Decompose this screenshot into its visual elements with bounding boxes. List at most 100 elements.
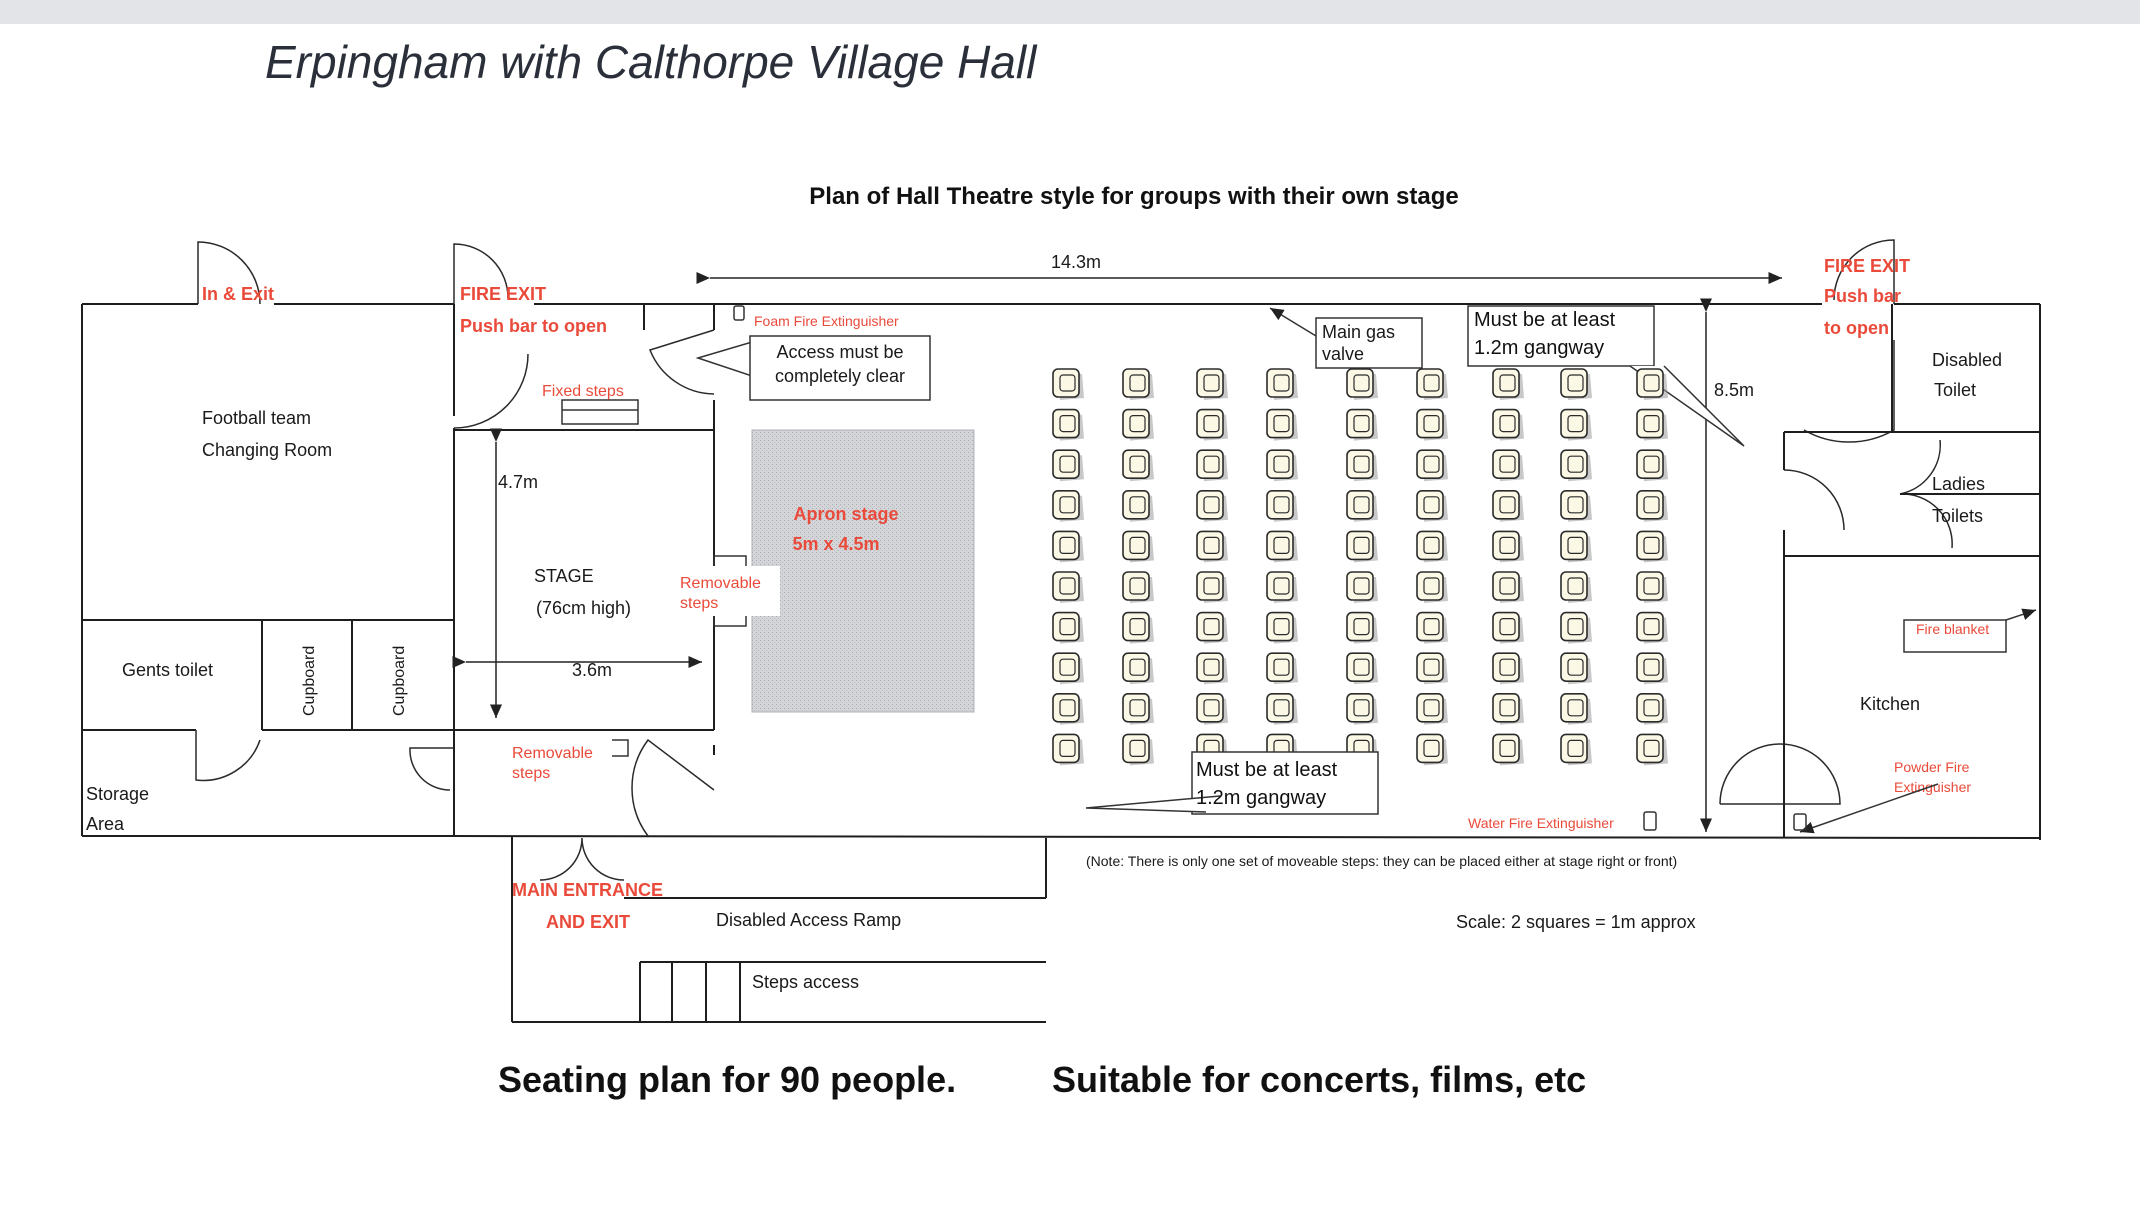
seat-chair-icon: [1122, 692, 1154, 725]
seat-chair-icon: [1266, 571, 1298, 603]
foam-extinguisher-label: Foam Fire Extinguisher: [754, 313, 899, 329]
seat-chair-icon: [1636, 692, 1668, 725]
seat-chair-icon: [1560, 692, 1592, 725]
seat-chair-icon: [1636, 733, 1668, 766]
seat-chair-icon: [1196, 611, 1228, 644]
seat-chair-icon: [1122, 449, 1154, 482]
seat-chair-icon: [1266, 611, 1298, 644]
right-wing-walls: [1783, 304, 2040, 838]
seat-chair-icon: [1492, 652, 1524, 685]
seat-chair-icon: [1492, 489, 1524, 522]
seat-chair-icon: [1560, 408, 1592, 441]
disabled-toilet-label-2: Toilet: [1934, 380, 1976, 400]
gangway-bottom-callout: [1085, 751, 1379, 815]
seat-chair-icon: [1052, 530, 1084, 563]
gangway-top-text: Must be at least: [1474, 309, 1616, 331]
seat-chair-icon: [1492, 368, 1524, 400]
seat-chair-icon: [1052, 408, 1084, 441]
seat-chair-icon: [1560, 449, 1592, 482]
gangway-bottom-text: Must be at least: [1196, 759, 1338, 781]
gas-valve-callout: [1269, 307, 1423, 369]
seat-chair-icon: [1122, 571, 1154, 603]
seat-chair-icon: [1196, 408, 1228, 441]
seat-chair-icon: [1416, 611, 1448, 644]
footer-seating: Seating plan for 90 people.: [498, 1059, 956, 1100]
apron-stage: [751, 429, 975, 713]
seat-chair-icon: [1266, 449, 1298, 482]
seat-chair-icon: [1492, 530, 1524, 563]
scale-label: Scale: 2 squares = 1m approx: [1456, 912, 1696, 932]
seat-chair-icon: [1122, 611, 1154, 644]
seat-chair-icon: [1560, 489, 1592, 522]
seat-chair-icon: [1266, 368, 1298, 400]
apron-stage-label: Apron stage: [793, 504, 898, 524]
access-clear-text: Access must be: [776, 342, 903, 362]
seat-chair-icon: [1416, 571, 1448, 603]
seat-chair-icon: [1636, 408, 1668, 441]
fixed-steps: [561, 399, 639, 425]
seat-chair-icon: [1052, 652, 1084, 685]
storage-label-2: Area: [86, 814, 125, 834]
seat-chair-icon: [1122, 733, 1154, 766]
disabled-toilet-label: Disabled: [1932, 350, 2002, 370]
access-clear-callout: [695, 335, 931, 401]
seat-chair-icon: [1346, 408, 1378, 441]
seat-chair-icon: [1346, 530, 1378, 563]
apron-stage-size: 5m x 4.5m: [792, 534, 879, 554]
in-exit-label: In & Exit: [202, 284, 274, 304]
stage-depth-label: 4.7m: [498, 472, 538, 492]
seat-chair-icon: [1636, 571, 1668, 603]
main-entrance-exit-label: AND EXIT: [546, 912, 630, 932]
removable-steps-backdrop: [676, 566, 780, 616]
seat-chair-icon: [1636, 449, 1668, 482]
removable-steps-stage-label-2: steps: [680, 595, 718, 612]
gas-valve-label-2: valve: [1322, 344, 1364, 364]
seat-chair-icon: [1122, 368, 1154, 400]
seat-chair-icon: [1196, 368, 1228, 400]
seat-chair-icon: [1636, 652, 1668, 685]
seat-chair-icon: [1052, 489, 1084, 522]
entrance-structure: [511, 836, 1047, 1023]
moveable-steps-note: (Note: There is only one set of moveable…: [1086, 853, 1677, 869]
hall-width-label: 8.5m: [1714, 380, 1754, 400]
seat-chair-icon: [1560, 733, 1592, 766]
seat-chair-icon: [1052, 571, 1084, 603]
steps-access-label: Steps access: [752, 972, 859, 992]
gangway-bottom-text-2: 1.2m gangway: [1196, 787, 1326, 809]
seat-chair-icon: [1196, 652, 1228, 685]
doors: [195, 239, 1953, 881]
seat-chair-icon: [1560, 368, 1592, 400]
seat-chair-icon: [1416, 733, 1448, 766]
seat-chair-icon: [1266, 408, 1298, 441]
gas-valve-label: Main gas: [1322, 322, 1395, 342]
seat-chair-icon: [1492, 408, 1524, 441]
seat-chair-icon: [1560, 652, 1592, 685]
seat-chair-icon: [1560, 571, 1592, 603]
left-wing-walls: [82, 304, 715, 836]
seat-chair-icon: [1416, 449, 1448, 482]
ladies-toilet-label: Ladies: [1932, 474, 1985, 494]
foam-extinguisher-icon: [733, 305, 745, 321]
seat-chair-icon: [1122, 530, 1154, 563]
seat-chair-icon: [1346, 571, 1378, 603]
seat-chair-icon: [1416, 408, 1448, 441]
storage-label: Storage: [86, 784, 149, 804]
seat-chair-icon: [1416, 530, 1448, 563]
cupboard-2-label: Cupboard: [391, 646, 408, 716]
fire-exit-right-label: FIRE EXIT: [1824, 256, 1910, 276]
seat-chair-icon: [1052, 611, 1084, 644]
gangway-top-text-2: 1.2m gangway: [1474, 337, 1604, 359]
seat-chair-icon: [1196, 530, 1228, 563]
removable-steps-stage-label: Removable: [680, 575, 761, 592]
main-entrance-label: MAIN ENTRANCE: [512, 880, 663, 900]
powder-extinguisher-icon: [1793, 813, 1807, 831]
seat-chair-icon: [1196, 571, 1228, 603]
scan-edge: [0, 0, 2140, 24]
seat-chair-icon: [1416, 692, 1448, 725]
seat-chair-icon: [1196, 489, 1228, 522]
fire-exit-left-push: Push bar to open: [460, 316, 607, 336]
fixed-steps-label: Fixed steps: [542, 383, 624, 400]
seat-chair-icon: [1492, 611, 1524, 644]
seat-chair-icon: [1266, 530, 1298, 563]
fire-exit-left-label: FIRE EXIT: [460, 284, 546, 304]
